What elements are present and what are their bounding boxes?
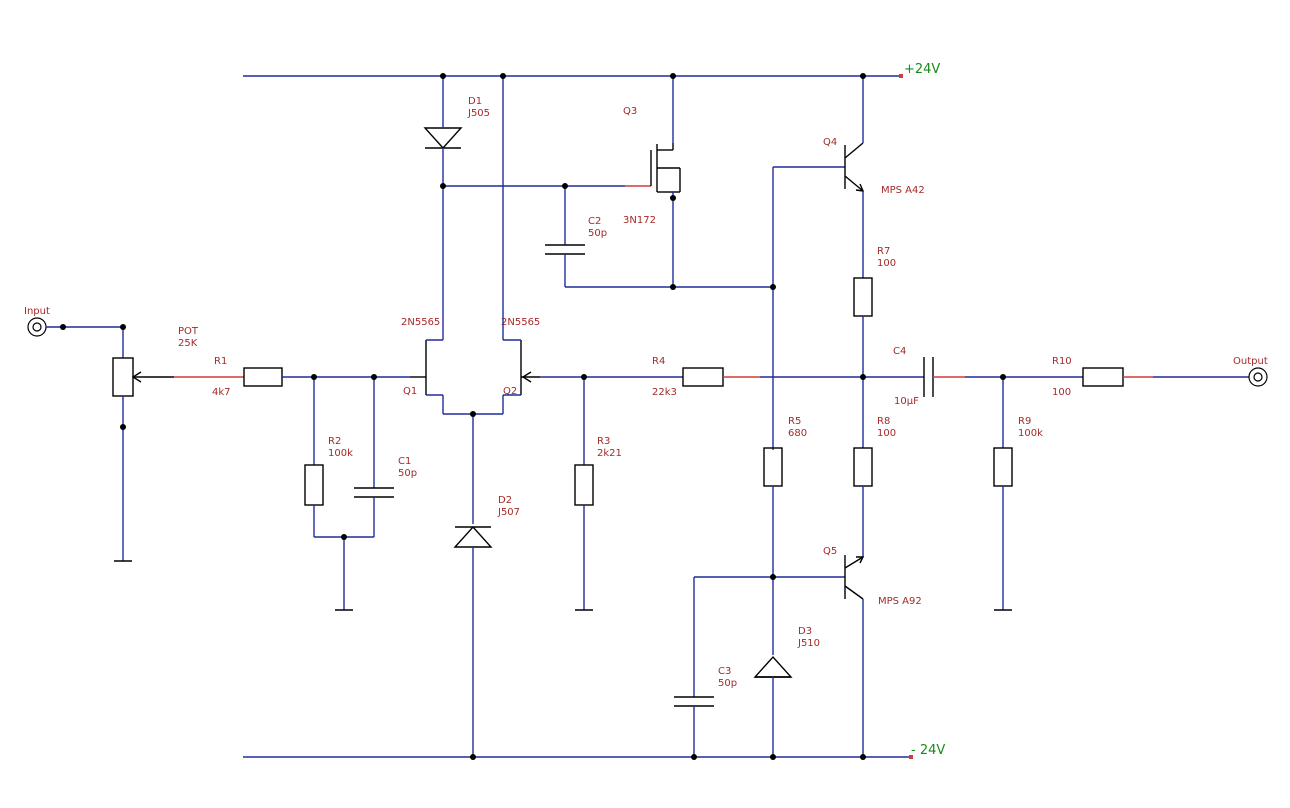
d2-name-label: D2 xyxy=(498,495,512,506)
r8-name-label: R8 xyxy=(877,416,890,427)
r9-value-label: 100k xyxy=(1018,428,1043,439)
d1-name-label: D1 xyxy=(468,96,482,107)
c1-value-label: 50p xyxy=(398,468,417,479)
r9-name-label: R9 xyxy=(1018,416,1031,427)
positive-supply-rail xyxy=(243,74,903,78)
r10-name-label: R10 xyxy=(1052,356,1072,367)
c2-name-label: C2 xyxy=(588,216,601,227)
resistor-r8[interactable] xyxy=(853,447,873,487)
q2-type-label: 2N5565 xyxy=(501,317,540,328)
r2-value-label: 100k xyxy=(328,448,353,459)
d2-value-label: J507 xyxy=(497,507,520,518)
resistor-r4[interactable] xyxy=(682,367,724,387)
r1-name-label: R1 xyxy=(214,356,227,367)
r2-name-label: R2 xyxy=(328,436,341,447)
d1-value-label: J505 xyxy=(467,108,490,119)
q1-type-label: 2N5565 xyxy=(401,317,440,328)
resistor-r10[interactable] xyxy=(1082,367,1124,387)
transistor-q1[interactable] xyxy=(410,340,427,395)
q2-name-label: Q2 xyxy=(503,386,517,397)
r3-value-label: 2k21 xyxy=(597,448,622,459)
junction-dots xyxy=(60,73,1006,760)
pot-name-label: POT xyxy=(178,326,199,337)
r5-value-label: 680 xyxy=(788,428,807,439)
output-connector[interactable] xyxy=(1248,367,1268,387)
r10-value-label: 100 xyxy=(1052,387,1071,398)
resistor-r2[interactable] xyxy=(304,464,324,506)
r1-value-label: 4k7 xyxy=(212,387,231,398)
d3-value-label: J510 xyxy=(797,638,820,649)
resistor-r9[interactable] xyxy=(993,447,1013,487)
c2-value-label: 50p xyxy=(588,228,607,239)
output-label: Output xyxy=(1233,356,1268,367)
mosfet-q3[interactable] xyxy=(625,143,681,193)
transistor-q5[interactable] xyxy=(844,555,865,600)
capacitor-c4[interactable] xyxy=(923,357,934,397)
diode-d2[interactable] xyxy=(453,525,493,548)
potentiometer[interactable] xyxy=(112,357,174,397)
r4-name-label: R4 xyxy=(652,356,665,367)
pot-value-label: 25K xyxy=(178,338,198,349)
r7-value-label: 100 xyxy=(877,258,896,269)
resistor-r7[interactable] xyxy=(853,277,873,317)
negative-rail-label: - 24V xyxy=(911,743,945,758)
r8-value-label: 100 xyxy=(877,428,896,439)
negative-supply-rail xyxy=(243,755,913,759)
q3-type-label: 3N172 xyxy=(623,215,656,226)
transistor-q4[interactable] xyxy=(844,142,865,192)
q4-type-label: MPS A42 xyxy=(881,185,925,196)
resistor-r5[interactable] xyxy=(763,447,783,487)
q4-name-label: Q4 xyxy=(823,137,837,148)
capacitor-c1[interactable] xyxy=(354,487,394,498)
resistor-r3[interactable] xyxy=(574,464,594,506)
input-connector[interactable] xyxy=(27,317,47,337)
diode-d1[interactable] xyxy=(423,127,463,150)
q5-type-label: MPS A92 xyxy=(878,596,922,607)
r3-name-label: R3 xyxy=(597,436,610,447)
r7-name-label: R7 xyxy=(877,246,890,257)
q5-name-label: Q5 xyxy=(823,546,837,557)
d3-name-label: D3 xyxy=(798,626,812,637)
r5-name-label: R5 xyxy=(788,416,801,427)
q1-name-label: Q1 xyxy=(403,386,417,397)
input-label: Input xyxy=(24,306,50,317)
r4-value-label: 22k3 xyxy=(652,387,677,398)
c3-value-label: 50p xyxy=(718,678,737,689)
c4-value-label: 10µF xyxy=(894,396,919,407)
capacitor-c3[interactable] xyxy=(674,696,714,707)
positive-rail-label: +24V xyxy=(904,62,940,77)
transistor-q2[interactable] xyxy=(520,340,540,395)
resistor-r1[interactable] xyxy=(243,367,283,387)
q3-name-label: Q3 xyxy=(623,106,637,117)
diode-d3[interactable] xyxy=(753,655,793,678)
c1-name-label: C1 xyxy=(398,456,411,467)
c4-name-label: C4 xyxy=(893,346,906,357)
capacitor-c2[interactable] xyxy=(545,244,585,255)
c3-name-label: C3 xyxy=(718,666,731,677)
